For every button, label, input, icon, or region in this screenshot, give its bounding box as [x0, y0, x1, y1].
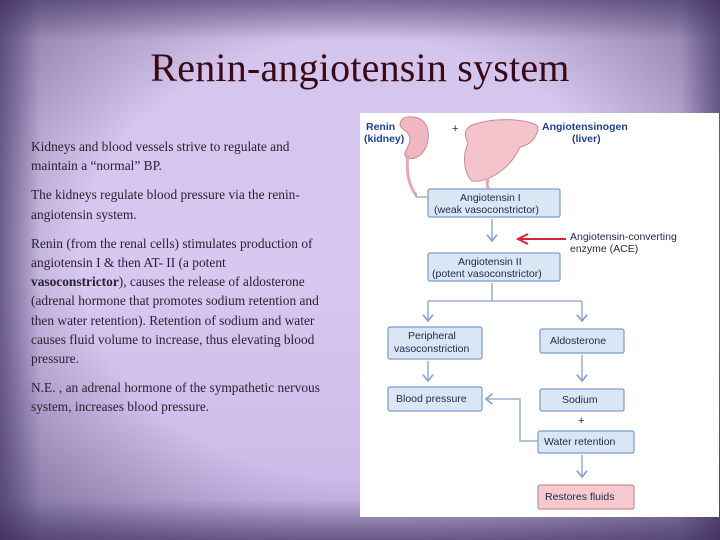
- paragraph-ne: N.E. , an adrenal hormone of the sympath…: [31, 378, 321, 416]
- liver-label: (liver): [572, 133, 601, 145]
- restores-fluids-label: Restores fluids: [545, 491, 614, 503]
- ace-line2: enzyme (ACE): [570, 243, 638, 255]
- paragraph-renin-part1: Renin (from the renal cells) stimulates …: [31, 236, 313, 270]
- angiotensin2-line2: (potent vasoconstrictor): [432, 268, 542, 280]
- vignette-top: [0, 0, 720, 40]
- paragraph-renin: Renin (from the renal cells) stimulates …: [31, 234, 321, 368]
- arrow-water-bp: [486, 399, 538, 441]
- peripheral-line2: vasoconstriction: [394, 343, 469, 355]
- sodium-label: Sodium: [562, 394, 598, 406]
- ureter-icon: [407, 155, 416, 195]
- blood-pressure-label: Blood pressure: [396, 393, 467, 405]
- body-text: Kidneys and blood vessels strive to regu…: [31, 137, 321, 427]
- slide-title: Renin-angiotensin system: [0, 44, 720, 91]
- liver-icon: [465, 120, 538, 182]
- peripheral-line1: Peripheral: [408, 330, 456, 342]
- angiotensin1-line1: Angiotensin I: [460, 192, 521, 204]
- angiotensin2-line1: Angiotensin II: [458, 256, 522, 268]
- aldosterone-label: Aldosterone: [550, 335, 606, 347]
- ace-line1: Angiotensin-converting: [570, 231, 677, 243]
- angiotensin1-line2: (weak vasoconstrictor): [434, 204, 539, 216]
- water-retention-label: Water retention: [544, 436, 615, 448]
- angiotensinogen-label: Angiotensinogen: [542, 121, 628, 133]
- vasoconstrictor-bold: vasoconstrictor: [31, 274, 119, 289]
- renin-label: Renin: [366, 121, 395, 133]
- plus-sign-top: +: [452, 123, 458, 135]
- diagram-graphics: [360, 113, 719, 517]
- paragraph-kidneys-regulate: The kidneys regulate blood pressure via …: [31, 185, 321, 223]
- paragraph-kidneys-vessels: Kidneys and blood vessels strive to regu…: [31, 137, 321, 175]
- kidney-label: (kidney): [364, 133, 404, 145]
- plus-sign-sodium: +: [578, 415, 584, 427]
- renin-angiotensin-diagram: Renin (kidney) + Angiotensinogen (liver)…: [360, 113, 719, 517]
